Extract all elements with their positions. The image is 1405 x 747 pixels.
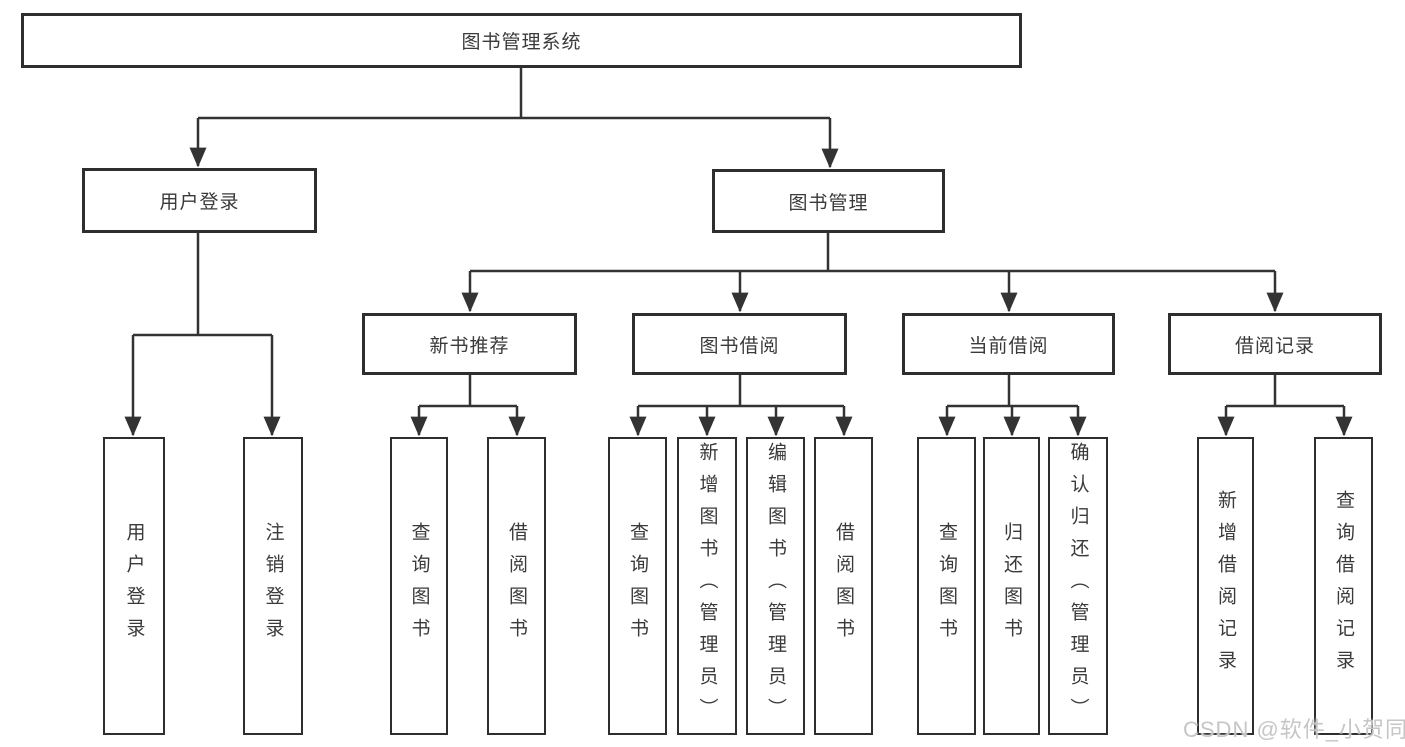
leaf-query-books-current-label: 查询图书 [936,522,957,650]
leaf-query-borrow-record-label: 查询借阅记录 [1333,490,1354,682]
leaf-edit-book-admin-label: 编辑图书（管理员） [765,442,786,730]
node-current-borrowing-label: 当前借阅 [968,335,1049,357]
leaf-borrow-books-recommend: 借阅图书 [487,437,546,735]
connector-group [124,68,1353,437]
node-book-borrowing-label: 图书借阅 [699,335,780,357]
leaf-query-books-current: 查询图书 [917,437,976,735]
leaf-borrow-books-borrowing-label: 借阅图书 [833,522,854,650]
node-new-book-recommend: 新书推荐 [362,313,577,375]
node-borrowing-records: 借阅记录 [1168,313,1382,375]
leaf-add-book-admin: 新增图书（管理员） [677,437,737,735]
leaf-return-book-label: 归还图书 [1001,522,1022,650]
leaf-return-book: 归还图书 [983,437,1040,735]
leaf-confirm-return-admin-label: 确认归还（管理员） [1067,442,1089,730]
leaf-logout-login: 注销登录 [243,437,303,735]
leaf-user-login-label: 用户登录 [123,522,145,650]
node-user-login: 用户登录 [82,168,317,233]
leaf-query-books-recommend-label: 查询图书 [408,522,430,650]
leaf-user-login: 用户登录 [103,437,165,735]
node-root-label: 图书管理系统 [461,32,582,53]
leaf-add-book-admin-label: 新增图书（管理员） [696,442,718,730]
leaf-borrow-books-recommend-label: 借阅图书 [506,522,527,650]
leaf-query-borrow-record: 查询借阅记录 [1314,437,1373,735]
leaf-add-borrow-record-label: 新增借阅记录 [1215,490,1236,682]
node-book-management: 图书管理 [712,169,945,233]
node-book-borrowing: 图书借阅 [632,313,847,375]
leaf-query-books-borrowing: 查询图书 [608,437,667,735]
leaf-edit-book-admin: 编辑图书（管理员） [746,437,805,735]
leaf-query-books-recommend: 查询图书 [390,437,448,735]
watermark-text: CSDN @软件_小贺同学 [1183,717,1405,742]
leaf-query-books-borrowing-label: 查询图书 [627,522,648,650]
node-new-book-recommend-label: 新书推荐 [429,335,510,357]
node-user-login-label: 用户登录 [159,192,240,213]
node-borrowing-records-label: 借阅记录 [1234,335,1315,357]
leaf-add-borrow-record: 新增借阅记录 [1197,437,1254,735]
node-root: 图书管理系统 [21,13,1022,68]
leaf-borrow-books-borrowing: 借阅图书 [814,437,873,735]
node-current-borrowing: 当前借阅 [902,313,1115,375]
leaf-confirm-return-admin: 确认归还（管理员） [1048,437,1108,735]
leaf-logout-login-label: 注销登录 [262,522,284,650]
node-book-management-label: 图书管理 [788,192,869,214]
